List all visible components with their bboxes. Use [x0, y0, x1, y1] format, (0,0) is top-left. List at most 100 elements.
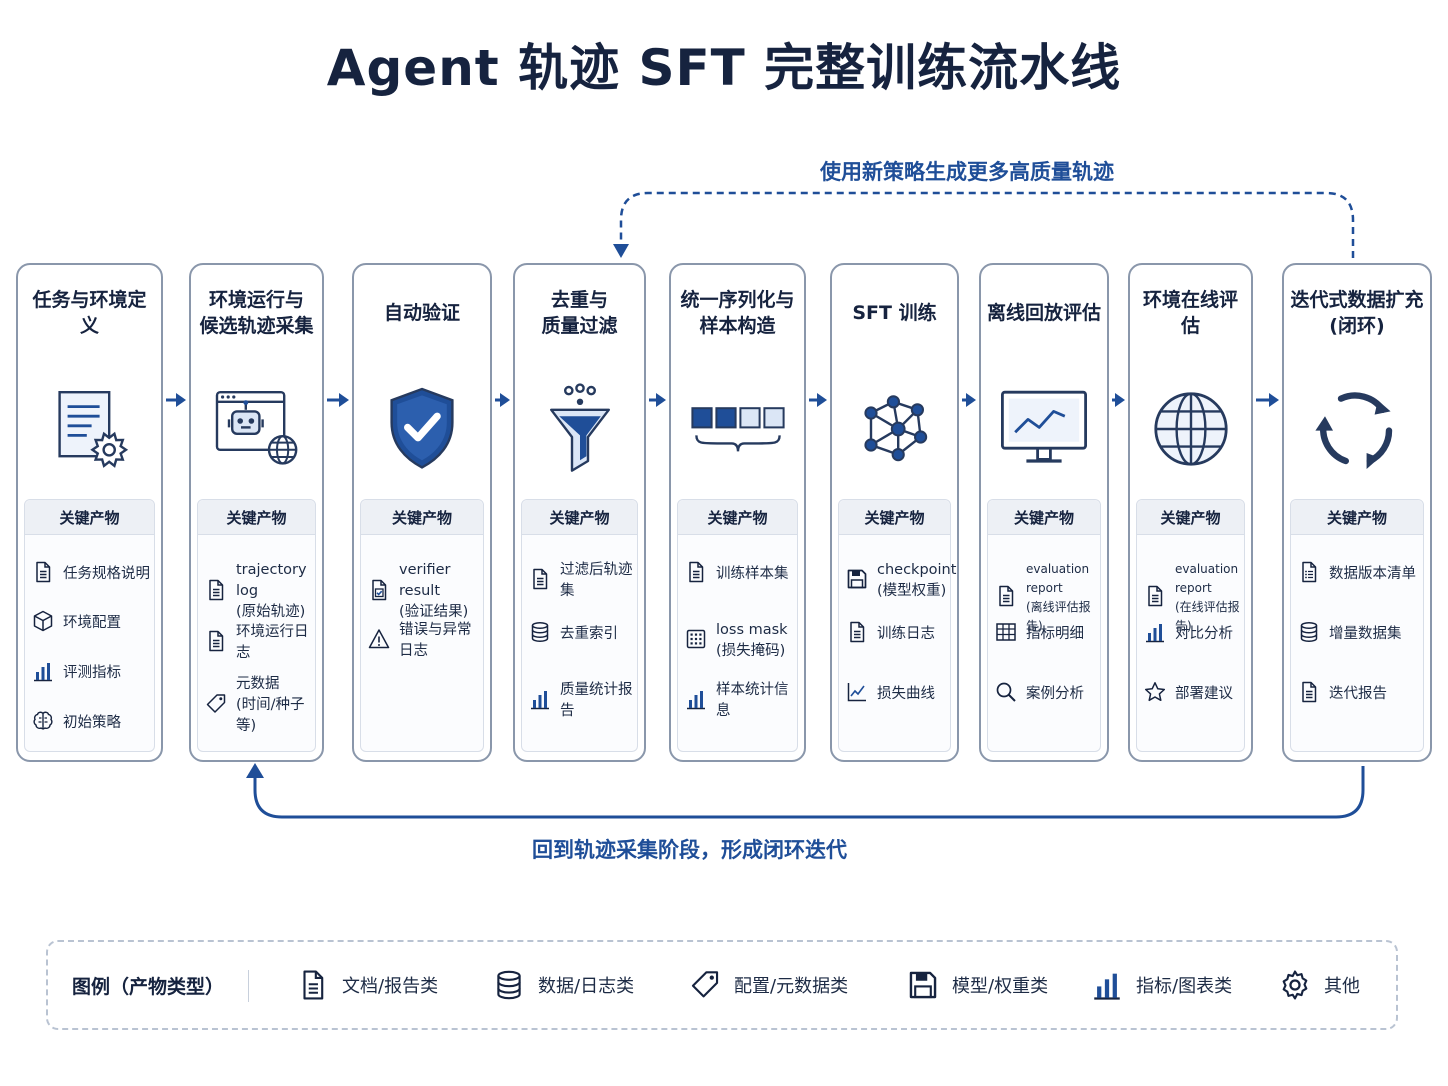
- loop-bottom-arrow: [246, 763, 1365, 819]
- flow-arrow-8: [1256, 393, 1279, 407]
- document-icon: [684, 560, 710, 588]
- artifact-label: trajectory log (原始轨迹): [236, 562, 307, 620]
- stage-title: 统一序列化与 样本构造: [680, 289, 795, 337]
- legend-item: 模型/权重类: [894, 942, 1048, 1028]
- artifact-item: loss mask (损失掩码): [684, 620, 795, 662]
- artifact-label: loss mask (损失掩码): [716, 622, 788, 659]
- stage-title: 去重与 质量过滤: [541, 289, 618, 337]
- legend-title: 图例（产物类型）: [72, 975, 225, 998]
- artifact-label: evaluation report (在线评估报告): [1175, 562, 1240, 633]
- robot-globe-icon: [191, 361, 322, 496]
- loop-top-label: 使用新策略生成更多高质量轨迹: [820, 160, 1114, 184]
- artifact-label: 任务规格说明: [63, 565, 150, 582]
- artifact-label: 去重索引: [560, 625, 618, 642]
- artifact-label: 环境运行日志: [236, 624, 309, 661]
- artifact-label: 样本统计信息: [716, 682, 789, 719]
- document-icon: [528, 567, 554, 595]
- artifact-label: 对比分析: [1175, 625, 1233, 642]
- artifact-header: 关键产物: [678, 500, 797, 535]
- flow-arrow-4: [649, 393, 666, 407]
- flow-arrow-3: [495, 393, 510, 407]
- stage-card-4: 去重与 质量过滤关键产物过滤后轨迹集去重索引质量统计报告: [513, 263, 646, 762]
- artifact-label: 元数据 (时间/种子等): [236, 676, 305, 734]
- artifact-item: 质量统计报告: [528, 680, 635, 722]
- database-icon: [528, 620, 554, 648]
- artifact-header: 关键产物: [25, 500, 154, 535]
- artifact-label: 环境配置: [63, 614, 121, 631]
- artifact-item: 训练日志: [845, 620, 948, 648]
- document-icon: [204, 629, 230, 657]
- document-icon: [1297, 680, 1323, 708]
- artifact-item: 案例分析: [994, 680, 1098, 708]
- stage-title: 迭代式数据扩充 (闭环): [1290, 289, 1424, 337]
- search-icon: [994, 680, 1020, 708]
- artifact-panel: 关键产物 checkpoint (模型权重) 训练日志损失曲线: [838, 499, 956, 752]
- document-icon: [31, 560, 57, 588]
- artifact-label: evaluation report (离线评估报告): [1026, 562, 1091, 633]
- artifact-item: 初始策略: [31, 709, 152, 737]
- artifact-item: 数据版本清单: [1297, 560, 1421, 588]
- database-icon: [492, 968, 526, 1002]
- funnel-icon: [515, 361, 644, 496]
- stage-title: 离线回放评估: [987, 302, 1102, 324]
- artifact-header: 关键产物: [1137, 500, 1244, 535]
- artifact-header: 关键产物: [839, 500, 950, 535]
- loop-bottom-label: 回到轨迹采集阶段，形成闭环迭代: [532, 838, 847, 862]
- loop-top-arrow: [613, 191, 1355, 258]
- artifact-label: 错误与异常日志: [399, 622, 472, 659]
- artifact-panel: 关键产物训练样本集 loss mask (损失掩码) 样本统计信息: [677, 499, 798, 752]
- document-icon: [994, 584, 1020, 612]
- artifact-item: 去重索引: [528, 620, 635, 648]
- artifact-label: 损失曲线: [877, 685, 935, 702]
- bar-chart-icon: [1143, 620, 1169, 648]
- legend-label: 模型/权重类: [952, 976, 1049, 997]
- artifact-panel: 关键产物 trajectory log (原始轨迹) 环境运行日志元数据 (时间/种…: [197, 499, 316, 752]
- document-icon: [1143, 584, 1169, 612]
- floppy-disk-icon: [906, 968, 940, 1002]
- artifact-header: 关键产物: [198, 500, 315, 535]
- gear-icon: [1278, 968, 1312, 1002]
- grid-icon: [684, 627, 710, 655]
- artifact-header: 关键产物: [522, 500, 637, 535]
- artifact-label: 过滤后轨迹集: [560, 562, 633, 599]
- artifact-header: 关键产物: [1291, 500, 1423, 535]
- legend-item: 文档/报告类: [284, 942, 438, 1028]
- artifact-item: 训练样本集: [684, 560, 795, 588]
- artifact-item: 增量数据集: [1297, 620, 1421, 648]
- brain-icon: [31, 709, 57, 737]
- floppy-disk-icon: [845, 567, 871, 595]
- stage-title: 环境在线评估: [1142, 289, 1238, 337]
- stage-title: SFT 训练: [852, 302, 937, 324]
- artifact-label: checkpoint (模型权重): [877, 562, 957, 599]
- legend-divider: [248, 970, 249, 1002]
- shield-check-icon: [354, 361, 490, 496]
- table-icon: [994, 620, 1020, 648]
- stage-title: 环境运行与 候选轨迹采集: [199, 289, 314, 337]
- stage-title: 自动验证: [383, 302, 460, 324]
- legend-label: 数据/日志类: [538, 976, 635, 997]
- document-icon: [204, 578, 230, 606]
- artifact-item: 指标明细: [994, 620, 1098, 648]
- artifact-item: verifier result (验证结果): [367, 560, 481, 623]
- artifact-item: 迭代报告: [1297, 680, 1421, 708]
- legend-item: 配置/元数据类: [676, 942, 848, 1028]
- artifact-item: 错误与异常日志: [367, 620, 481, 662]
- cube-icon: [31, 609, 57, 637]
- artifact-label: 数据版本清单: [1329, 565, 1416, 582]
- monitor-chart-icon: [981, 361, 1107, 496]
- artifact-item: trajectory log (原始轨迹): [204, 560, 313, 623]
- legend-label: 文档/报告类: [342, 976, 439, 997]
- artifact-item: 环境运行日志: [204, 622, 313, 664]
- artifact-label: 增量数据集: [1329, 625, 1402, 642]
- document-check-icon: [367, 578, 393, 606]
- artifact-item: 环境配置: [31, 609, 152, 637]
- stage-title: 任务与环境定义: [32, 289, 147, 337]
- legend-item: 数据/日志类: [480, 942, 634, 1028]
- artifact-panel: 关键产物任务规格说明环境配置评测指标初始策略: [24, 499, 155, 752]
- stage-card-5: 统一序列化与 样本构造关键产物训练样本集 loss mask (损失掩码) 样本统计…: [669, 263, 806, 762]
